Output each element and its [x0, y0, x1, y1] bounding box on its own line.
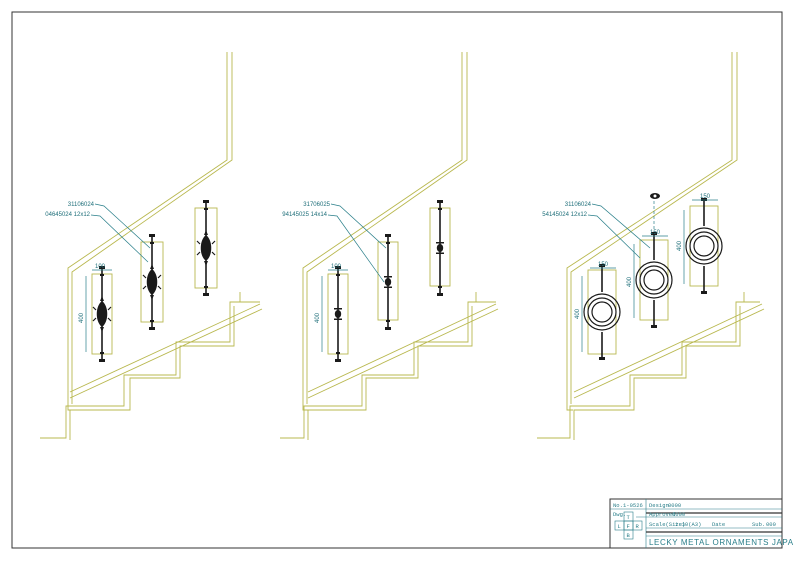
title-block: No. 1-0526 Design 0000 Dwg. Approved 000… — [609, 498, 794, 549]
projection-left: L — [618, 523, 621, 530]
dim-width-3b: 150 — [650, 230, 661, 236]
dim-height-2: 400 — [315, 312, 321, 323]
projection-right: R — [636, 523, 640, 530]
part-label-top-1: 31106024 — [68, 202, 95, 208]
projection-front: F — [627, 523, 630, 530]
baluster-2c — [436, 200, 444, 296]
dim-height-3b: 400 — [627, 276, 633, 287]
field-1-label: Design — [649, 502, 669, 509]
dim-height-3a: 400 — [575, 308, 581, 319]
dim-width-3a: 150 — [598, 262, 609, 268]
leader-lines-1 — [85, 203, 151, 352]
dim-height-1: 400 — [79, 312, 85, 323]
company-name: LECKY METAL ORNAMENTS JAPAN — [649, 538, 794, 547]
dim-width-1: 100 — [95, 264, 106, 270]
field-2-label: Dwg. — [613, 511, 626, 518]
sub-value: 000 — [766, 521, 776, 528]
baluster-2b — [384, 234, 392, 330]
field-1: 0000 — [668, 502, 681, 509]
baluster-1a — [93, 266, 111, 362]
projection-bottom: B — [627, 532, 631, 539]
drawing-border — [11, 11, 783, 549]
dim-height-3c: 400 — [677, 240, 683, 251]
drawing-no: 1-0526 — [623, 502, 643, 509]
part-label-bottom-1: 04645024 12x12 — [45, 212, 90, 218]
scale-label: Scale(Size) — [649, 521, 685, 528]
sub-label: Sub. — [752, 521, 765, 528]
part-label-top-2: 31706025 — [303, 202, 330, 208]
stair-elevation-3 — [537, 52, 765, 440]
projection-top: T — [627, 514, 631, 521]
section-detail-marker — [650, 193, 660, 232]
stair-elevation-1 — [40, 52, 263, 440]
baluster-3c — [685, 197, 723, 295]
dim-width-2: 100 — [331, 264, 342, 270]
part-label-bottom-3: 54145024 12x12 — [542, 212, 587, 218]
baluster-3b — [635, 231, 673, 329]
part-label-bottom-2: 94145025 14x14 — [282, 212, 327, 218]
stair-elevation-2 — [280, 52, 499, 440]
drawing-no-label: No. — [613, 502, 623, 509]
baluster-2a — [334, 266, 342, 362]
part-label-top-3: 31106024 — [565, 202, 592, 208]
date-label: Date — [712, 521, 725, 528]
scale-value: 1:10(A3) — [675, 521, 701, 528]
field-2-prefix: Approved — [649, 511, 675, 518]
baluster-1c — [197, 200, 215, 296]
field-2: 0000 — [672, 511, 685, 518]
dim-width-3c: 150 — [700, 194, 711, 200]
leader-lines-2 — [321, 203, 387, 352]
baluster-1b — [143, 234, 161, 330]
leader-lines-3 — [581, 199, 718, 352]
baluster-3a — [583, 263, 621, 361]
